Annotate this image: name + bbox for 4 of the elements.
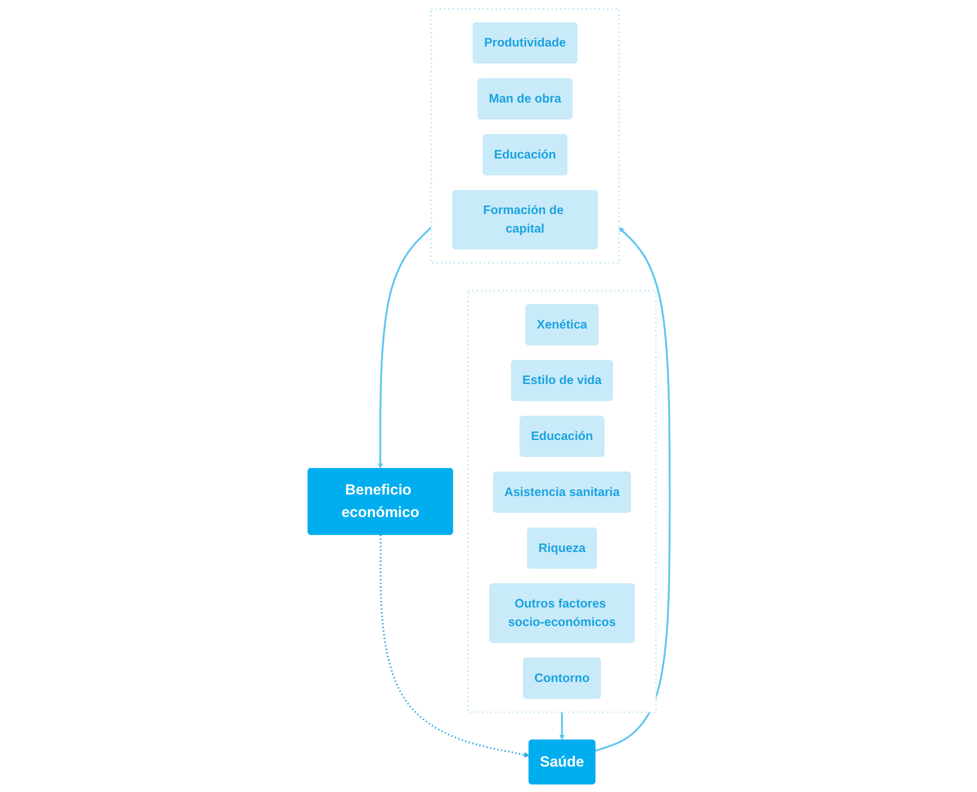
arrow [594,226,670,752]
arrow [379,534,530,757]
arrow [559,712,564,740]
arrow [377,226,432,468]
